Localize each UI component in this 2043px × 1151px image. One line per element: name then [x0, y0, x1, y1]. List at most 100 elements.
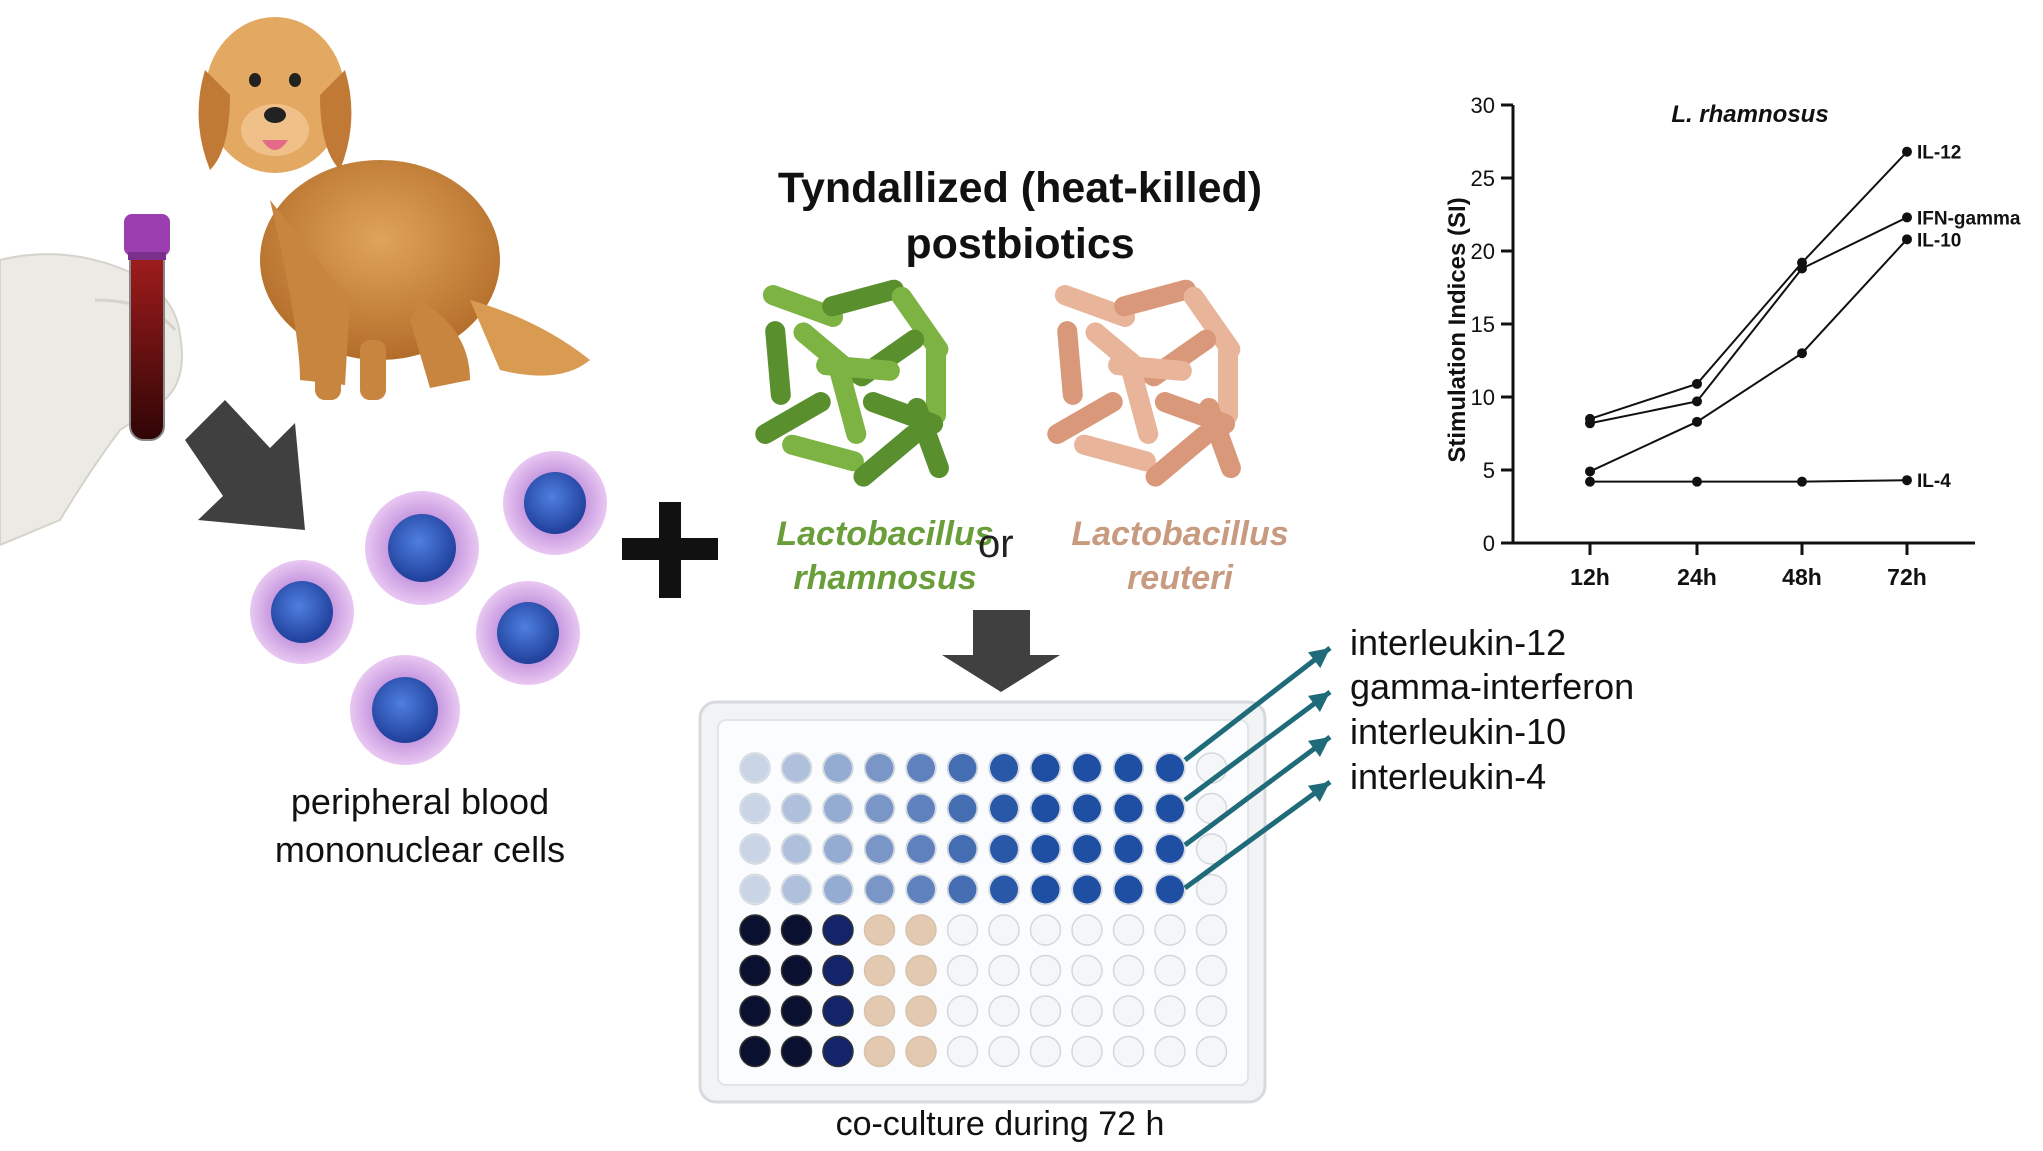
well: [1073, 754, 1101, 782]
well: [863, 954, 896, 987]
data-point: [1692, 416, 1702, 427]
bacterium-rod: [907, 397, 949, 479]
bacterium-rod: [926, 341, 946, 425]
well: [822, 1035, 854, 1068]
well: [1031, 835, 1060, 863]
well: [782, 754, 811, 782]
bacterium-rod: [1047, 392, 1123, 444]
well: [739, 1035, 771, 1068]
bacterium-rod: [1057, 321, 1083, 405]
series-label: IL-10: [1917, 230, 1961, 251]
well: [865, 835, 894, 863]
well: [782, 794, 811, 823]
well: [990, 835, 1018, 863]
well: [907, 875, 935, 904]
species-reuteri-genus: Lactobacillus: [1071, 515, 1289, 553]
bacterium-rod: [762, 285, 844, 327]
well: [990, 875, 1018, 904]
well: [1156, 835, 1184, 863]
species-reuteri-label: Lactobacillus reuteri: [1020, 512, 1340, 600]
well: [824, 835, 852, 863]
well: [948, 754, 977, 782]
bacterium-rod: [1121, 362, 1159, 444]
well: [990, 754, 1018, 782]
x-tick-label: 12h: [1570, 564, 1610, 590]
well: [1112, 954, 1145, 987]
well: [1195, 833, 1228, 865]
well: [741, 835, 769, 863]
well: [1154, 954, 1186, 987]
series-line: [1589, 238, 1908, 473]
species-rhamnosus-label: Lactobacillus rhamnosus: [725, 512, 1045, 600]
well: [1073, 835, 1101, 863]
chart-y-axis-label: Stimulation Indices (SI): [1444, 197, 1471, 462]
well: [1195, 1035, 1228, 1068]
well: [1112, 995, 1145, 1027]
data-point: [1692, 378, 1702, 389]
bacterium-rod: [1108, 355, 1192, 381]
bacterium-rod: [755, 392, 831, 444]
cytokine-label-3: interleukin-10: [1350, 711, 1567, 752]
well: [1156, 754, 1184, 782]
cell-5: [350, 655, 460, 765]
well: [990, 794, 1018, 823]
well: [824, 754, 852, 782]
bacterium-rod: [853, 425, 923, 487]
well: [1154, 1035, 1186, 1068]
y-tick-label: 20: [1471, 239, 1495, 264]
well: [948, 875, 977, 904]
pbmc-cells: [250, 451, 607, 765]
series-label: IFN-gamma: [1917, 208, 2021, 229]
teal-arrow-head: [1307, 782, 1330, 802]
bacterium-rod: [1074, 434, 1156, 472]
teal-arrow-shaft: [1183, 689, 1332, 803]
well: [739, 995, 771, 1027]
well: [824, 794, 852, 823]
data-point: [1692, 396, 1702, 407]
data-point: [1797, 348, 1807, 359]
teal-arrow-head: [1307, 737, 1330, 757]
well: [780, 954, 813, 987]
well: [946, 954, 979, 987]
well: [1156, 875, 1184, 904]
well: [739, 954, 771, 987]
x-tick-label: 48h: [1782, 564, 1822, 590]
well: [1112, 914, 1145, 946]
y-tick-label: 30: [1471, 93, 1495, 118]
well: [905, 995, 937, 1027]
bacterium-rod: [782, 434, 864, 472]
title-line-1: Tyndallized (heat-killed): [777, 164, 1263, 212]
well: [1073, 875, 1101, 904]
data-point: [1797, 476, 1807, 487]
bacterium-rod: [765, 321, 791, 405]
well: [1031, 875, 1060, 904]
cytokine-label-2: gamma-interferon: [1350, 666, 1635, 707]
y-tick-label: 10: [1471, 385, 1495, 410]
teal-arrow-shaft: [1183, 646, 1332, 762]
well: [946, 1035, 979, 1068]
well: [1114, 794, 1143, 823]
reuteri-bacteria-cluster: [1047, 279, 1241, 487]
well: [782, 835, 811, 863]
data-point: [1692, 476, 1702, 487]
cytokine-label-4: interleukin-4: [1350, 756, 1547, 797]
well: [1195, 954, 1228, 987]
series-line: [1589, 216, 1908, 425]
down-right-arrow: [185, 400, 305, 530]
well: [948, 794, 977, 823]
bacterium-rod: [891, 286, 949, 360]
well: [1154, 914, 1186, 946]
hand-with-blood-tube-illustration: [0, 214, 183, 547]
data-point: [1902, 212, 1912, 223]
well: [1073, 794, 1101, 823]
well: [988, 995, 1020, 1027]
cell-1: [365, 491, 479, 605]
well: [1071, 914, 1103, 946]
or-label: or: [978, 522, 1014, 566]
well: [1112, 1035, 1145, 1068]
well: [946, 914, 979, 946]
well: [1029, 954, 1062, 987]
bacterium-rod: [1183, 286, 1241, 360]
